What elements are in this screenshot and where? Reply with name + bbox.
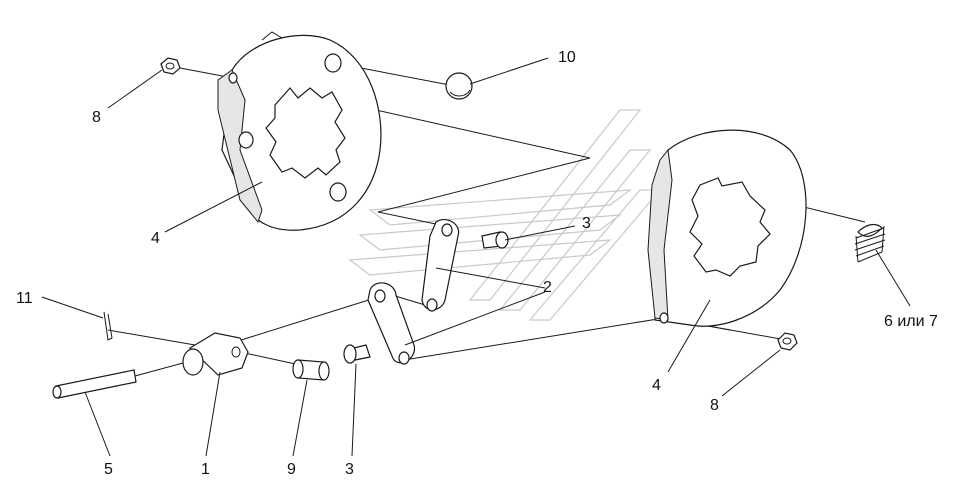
callout-8-right: 8 xyxy=(710,397,719,414)
nut-left xyxy=(160,57,181,75)
cotter-pin-part-11 xyxy=(103,311,113,341)
clevis-part-1 xyxy=(182,332,249,376)
callout-leaders xyxy=(41,57,911,457)
brake-disc-left xyxy=(217,31,382,231)
spring-part-6-or-7 xyxy=(854,223,886,263)
pin-part-3-top xyxy=(481,231,509,249)
callout-9: 9 xyxy=(287,461,296,478)
pin-part-3-bottom xyxy=(343,344,371,364)
rod-part-5 xyxy=(52,369,137,399)
nut-right xyxy=(777,332,798,351)
callout-11: 11 xyxy=(16,290,33,307)
callout-10: 10 xyxy=(558,49,576,66)
callout-8-left: 8 xyxy=(92,109,101,126)
callout-5: 5 xyxy=(104,461,113,478)
callout-3-bottom: 3 xyxy=(345,461,354,478)
callout-2: 2 xyxy=(543,279,552,296)
callout-4-left: 4 xyxy=(151,230,160,247)
levers-part-2 xyxy=(367,218,460,365)
ball-part-10 xyxy=(445,72,473,100)
callout-6-or-7: 6 или 7 xyxy=(884,313,938,330)
brake-disc-right xyxy=(647,129,807,331)
watermark-logo xyxy=(348,109,662,321)
callout-1: 1 xyxy=(201,461,210,478)
pin-part-9 xyxy=(292,359,330,381)
callout-4-right: 4 xyxy=(652,377,661,394)
callout-3-top: 3 xyxy=(582,215,591,232)
